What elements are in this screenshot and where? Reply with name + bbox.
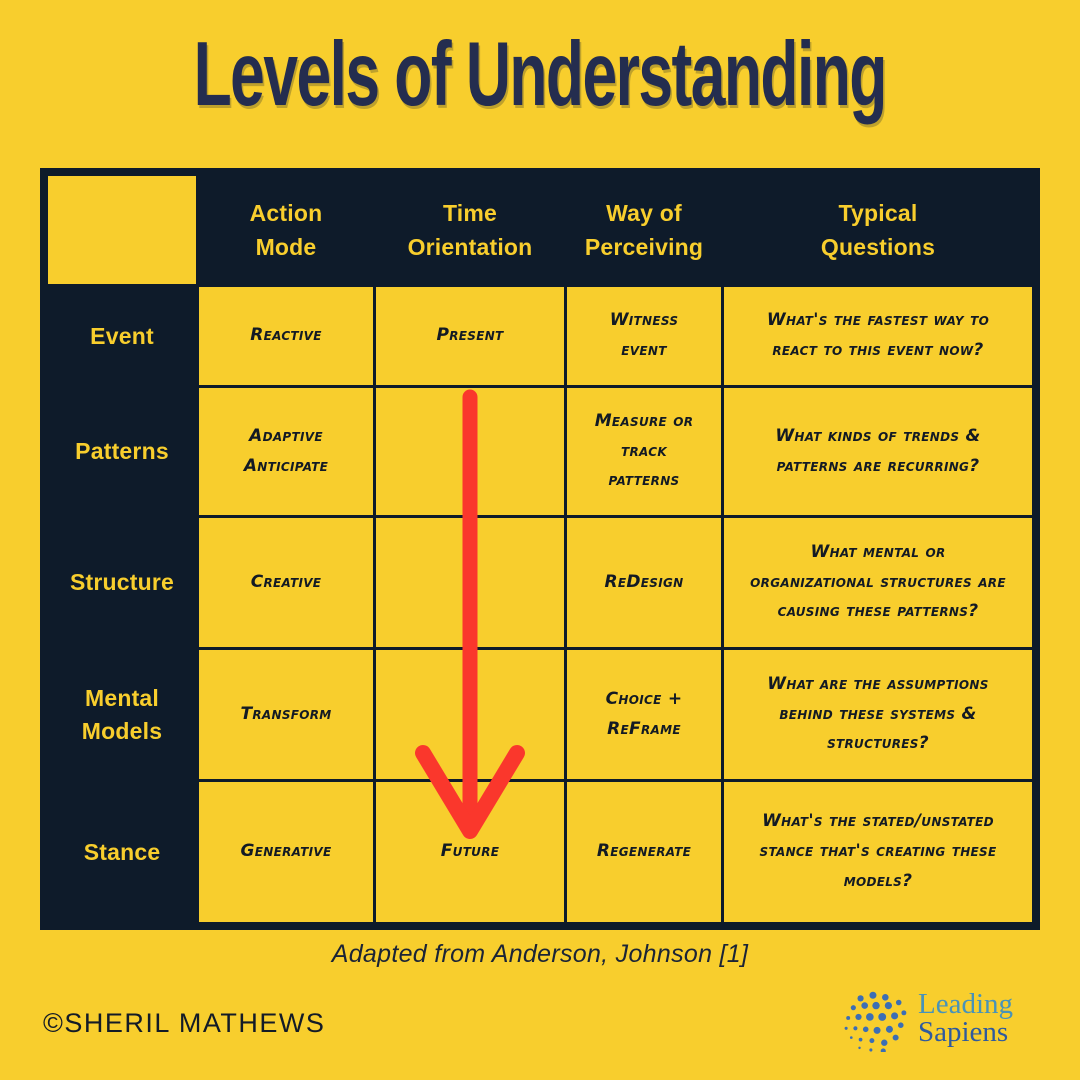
corner-cell [48, 176, 196, 284]
source-caption: Adapted from Anderson, Johnson [1] [331, 940, 749, 968]
cell-patterns-time-orientation [376, 388, 564, 515]
cell-patterns-action-mode: Adaptive Anticipate [199, 388, 373, 515]
cell-structure-typical-questions: What mental or organizational structures… [724, 518, 1032, 647]
cell-structure-action-mode: Creative [199, 518, 373, 647]
cell-stance-action-mode: Generative [199, 782, 373, 922]
row-label-event: Event [48, 287, 196, 385]
cell-patterns-way-of-perceiving: Measure or track patterns [567, 388, 721, 515]
row-label-structure: Structure [48, 518, 196, 647]
cell-structure-time-orientation [376, 518, 564, 647]
cell-stance-time-orientation: Future [376, 782, 564, 922]
cell-mental-models-way-of-perceiving: Choice + ReFrame [567, 650, 721, 779]
cell-mental-models-time-orientation [376, 650, 564, 779]
column-header-action-mode: Action Mode [199, 176, 373, 284]
column-header-typical-questions: Typical Questions [724, 176, 1032, 284]
cell-mental-models-action-mode: Transform [199, 650, 373, 779]
cell-mental-models-typical-questions: What are the assumptions behind these sy… [724, 650, 1032, 779]
brand-wordmark: Leading Sapiens [918, 988, 1014, 1048]
levels-of-understanding-table: Action Mode Time Orientation Way of Perc… [40, 168, 1040, 930]
page-title: Levels of Understanding [0, 23, 1080, 123]
row-label-patterns: Patterns [48, 388, 196, 515]
row-label-mental-models: Mental Models [48, 650, 196, 779]
row-label-stance: Stance [48, 782, 196, 922]
dot-sphere-icon [844, 991, 907, 1052]
page-title-text: Levels of Understanding [193, 22, 888, 125]
cell-event-time-orientation: Present [376, 287, 564, 385]
cell-structure-way-of-perceiving: ReDesign [567, 518, 721, 647]
cell-patterns-typical-questions: What kinds of trends & patterns are recu… [724, 388, 1032, 515]
cell-stance-typical-questions: What's the stated/unstated stance that's… [724, 782, 1032, 922]
brand-word-leading: Leading [918, 988, 1014, 1021]
cell-stance-way-of-perceiving: Regenerate [567, 782, 721, 922]
brand-word-sapiens: Sapiens [918, 1016, 1009, 1048]
cell-event-typical-questions: What's the fastest way to react to this … [724, 287, 1032, 385]
cell-event-way-of-perceiving: Witness event [567, 287, 721, 385]
column-header-way-of-perceiving: Way of Perceiving [567, 176, 721, 284]
column-header-time-orientation: Time Orientation [376, 176, 564, 284]
copyright-text: ©SHERIL MATHEWS [43, 1008, 326, 1038]
leading-sapiens-logo: Leading Sapiens [842, 986, 1013, 1052]
cell-event-action-mode: Reactive [199, 287, 373, 385]
